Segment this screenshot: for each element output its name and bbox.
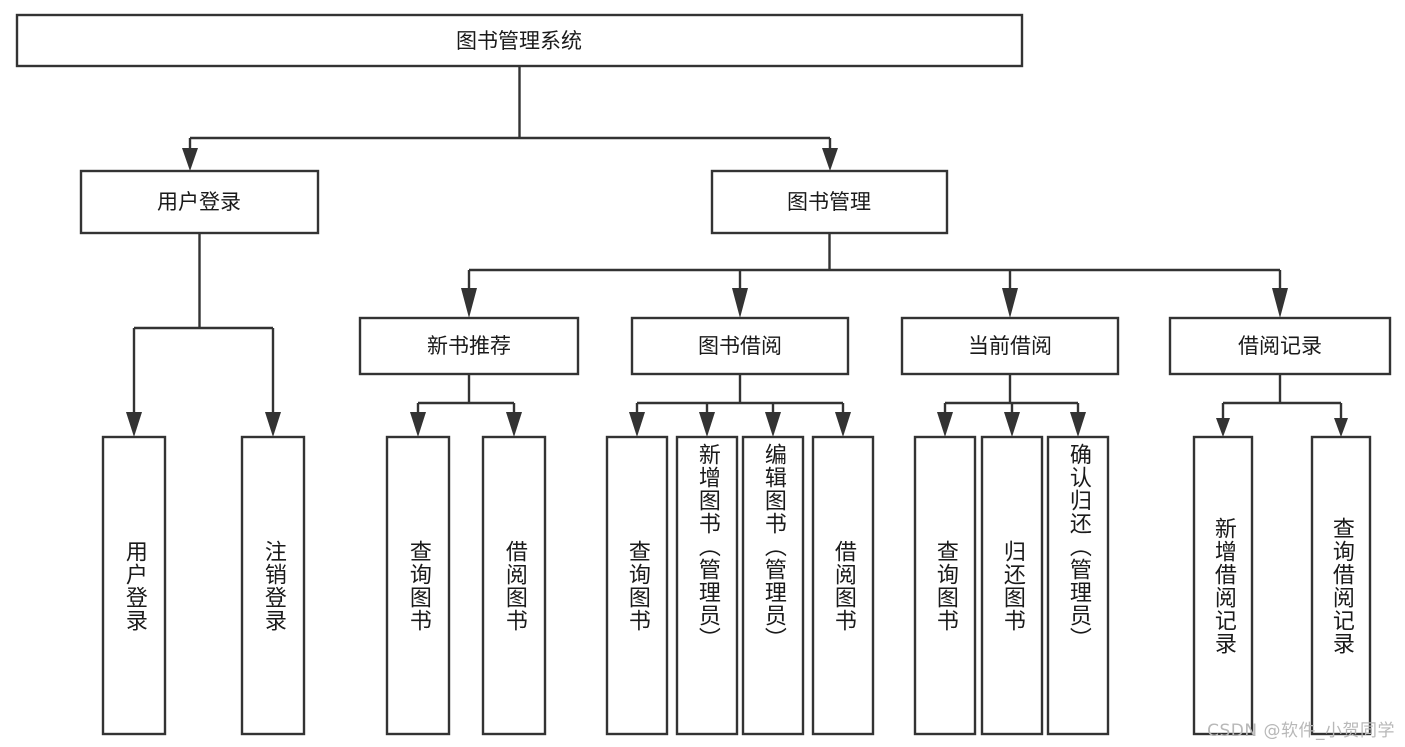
arrow-head-user-login bbox=[182, 148, 198, 171]
leaf-boxes-group bbox=[101, 435, 1372, 736]
node-leaf-query-book-current-box[interactable] bbox=[913, 435, 977, 736]
node-new-book-recommend[interactable]: 新书推荐 bbox=[358, 316, 580, 376]
node-book-borrow-label: 图书借阅 bbox=[698, 334, 782, 358]
node-new-book-recommend-label: 新书推荐 bbox=[427, 334, 511, 358]
arrow-head-leaf-logout bbox=[265, 412, 281, 437]
arrow-head-leaf-user-login bbox=[126, 412, 142, 437]
arrow-head-leaf-add-borrow-record bbox=[1216, 418, 1230, 437]
node-leaf-edit-book-admin-box[interactable] bbox=[741, 435, 805, 736]
arrow-head-book-management bbox=[822, 148, 838, 171]
arrow-head-new-book-recommend bbox=[461, 288, 477, 318]
arrow-head-leaf-query-book-borrow bbox=[629, 412, 645, 437]
node-leaf-borrow-book-box[interactable] bbox=[811, 435, 875, 736]
arrow-head-book-borrow bbox=[732, 288, 748, 318]
arrow-head-leaf-query-borrow-record bbox=[1334, 418, 1348, 437]
node-leaf-query-book-recommend-box[interactable] bbox=[385, 435, 451, 736]
arrow-head-leaf-query-book-current bbox=[937, 412, 953, 437]
watermark-text: CSDN @软件_小贺同学 bbox=[1207, 721, 1395, 741]
node-borrow-record-label: 借阅记录 bbox=[1238, 334, 1322, 358]
node-leaf-add-book-admin-box[interactable] bbox=[675, 435, 739, 736]
node-borrow-record-box[interactable] bbox=[1168, 316, 1392, 376]
node-leaf-borrow-book-recommend-box[interactable] bbox=[481, 435, 547, 736]
arrow-head-leaf-borrow-book-recommend bbox=[506, 412, 522, 437]
arrow-head-leaf-edit-book-admin bbox=[765, 412, 781, 437]
node-book-borrow-box[interactable] bbox=[630, 316, 850, 376]
node-user-login-box[interactable] bbox=[79, 169, 320, 235]
node-leaf-query-borrow-record-box[interactable] bbox=[1310, 435, 1372, 736]
node-current-borrow[interactable]: 当前借阅 bbox=[900, 316, 1120, 376]
node-leaf-return-book-box[interactable] bbox=[980, 435, 1044, 736]
node-book-management-box[interactable] bbox=[710, 169, 949, 235]
node-current-borrow-box[interactable] bbox=[900, 316, 1120, 376]
node-book-management[interactable]: 图书管理 bbox=[710, 169, 949, 235]
node-user-login-label: 用户登录 bbox=[157, 190, 241, 214]
arrow-head-leaf-confirm-return-admin bbox=[1070, 412, 1086, 437]
arrow-head-borrow-record bbox=[1272, 288, 1288, 318]
node-leaf-user-login-box[interactable] bbox=[101, 435, 167, 736]
node-leaf-query-book-borrow-box[interactable] bbox=[605, 435, 669, 736]
connector-group bbox=[126, 66, 1348, 437]
arrow-head-leaf-return-book bbox=[1004, 412, 1020, 437]
node-borrow-record[interactable]: 借阅记录 bbox=[1168, 316, 1392, 376]
node-new-book-recommend-box[interactable] bbox=[358, 316, 580, 376]
arrow-head-current-borrow bbox=[1002, 288, 1018, 318]
node-current-borrow-label: 当前借阅 bbox=[968, 334, 1052, 358]
arrow-head-leaf-query-book-recommend bbox=[410, 412, 426, 437]
node-leaf-confirm-return-admin-box[interactable] bbox=[1046, 435, 1110, 736]
node-book-management-label: 图书管理 bbox=[787, 190, 871, 214]
node-root-label: 图书管理系统 bbox=[456, 29, 582, 53]
node-user-login[interactable]: 用户登录 bbox=[79, 169, 320, 235]
node-leaf-logout-box[interactable] bbox=[240, 435, 306, 736]
arrow-head-leaf-borrow-book bbox=[835, 412, 851, 437]
node-leaf-add-borrow-record-box[interactable] bbox=[1192, 435, 1254, 736]
arrow-head-leaf-add-book-admin bbox=[699, 412, 715, 437]
node-root[interactable]: 图书管理系统 bbox=[15, 13, 1024, 68]
node-book-borrow[interactable]: 图书借阅 bbox=[630, 316, 850, 376]
node-root-box[interactable] bbox=[15, 13, 1024, 68]
